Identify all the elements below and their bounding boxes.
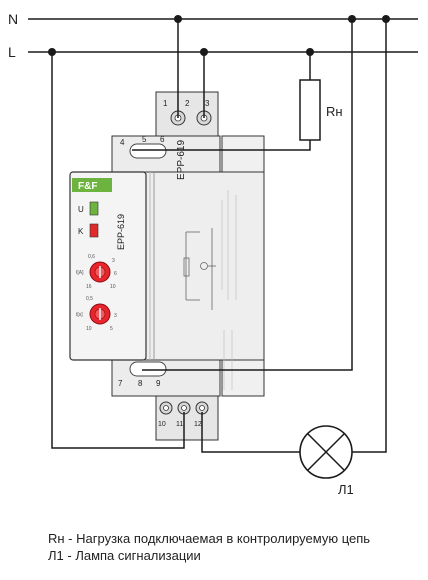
terminal-screws-bottom xyxy=(159,401,209,415)
terminal-5: 5 xyxy=(142,135,147,144)
knob2-scale-3: 10 xyxy=(86,326,92,332)
panel-model-label: EPP-619 xyxy=(116,214,126,250)
current-knob[interactable] xyxy=(89,261,111,283)
junction-dots xyxy=(48,15,390,56)
knob2-scale-2: 5 xyxy=(110,326,113,332)
knob1-label: I[A] xyxy=(76,270,84,276)
body-model-label: EPP-619 xyxy=(176,140,187,180)
terminal-3: 3 xyxy=(205,99,210,108)
knob1-scale-0: 0,6 xyxy=(88,254,95,260)
legend-lamp: Л1 - Лампа сигнализации xyxy=(48,548,201,563)
knob1-scale-2: 6 xyxy=(114,271,117,277)
indicator-k-label: K xyxy=(78,227,84,236)
svg-text:F&F: F&F xyxy=(78,181,97,192)
terminal-6: 6 xyxy=(160,135,165,144)
terminal-7: 7 xyxy=(118,379,123,388)
bus-l-label: L xyxy=(8,44,16,60)
indicator-u-led xyxy=(89,201,99,216)
internal-circuit-icon xyxy=(183,228,216,310)
terminal-4: 4 xyxy=(120,138,125,147)
time-knob[interactable] xyxy=(89,303,111,325)
knob1-scale-1: 3 xyxy=(112,258,115,264)
body-fine-print xyxy=(221,190,237,390)
terminal-9: 9 xyxy=(156,379,161,388)
knob2-label: t[s] xyxy=(76,312,83,318)
terminal-11: 11 xyxy=(176,421,183,428)
load-resistor xyxy=(299,79,321,141)
brand-logo: F&F xyxy=(72,178,112,192)
bus-n-label: N xyxy=(8,11,18,27)
knob1-scale-4: 16 xyxy=(86,284,92,290)
knob2-scale-0: 0,5 xyxy=(86,296,93,302)
terminal-2: 2 xyxy=(185,99,190,108)
terminal-8: 8 xyxy=(138,379,143,388)
load-label: Rн xyxy=(326,104,343,119)
lamp-label: Л1 xyxy=(338,482,354,497)
terminal-10: 10 xyxy=(158,421,166,428)
legend-load: Rн - Нагрузка подключаемая в контролируе… xyxy=(48,531,371,546)
knob1-scale-3: 10 xyxy=(110,284,116,290)
terminal-12: 12 xyxy=(194,421,202,428)
indicator-u-label: U xyxy=(78,205,84,214)
lamp-icon xyxy=(299,425,353,479)
indicator-k-led xyxy=(89,223,99,238)
terminal-1: 1 xyxy=(163,99,168,108)
relay-housing xyxy=(69,91,265,441)
knob2-scale-1: 3 xyxy=(114,313,117,319)
wiring xyxy=(51,19,387,453)
